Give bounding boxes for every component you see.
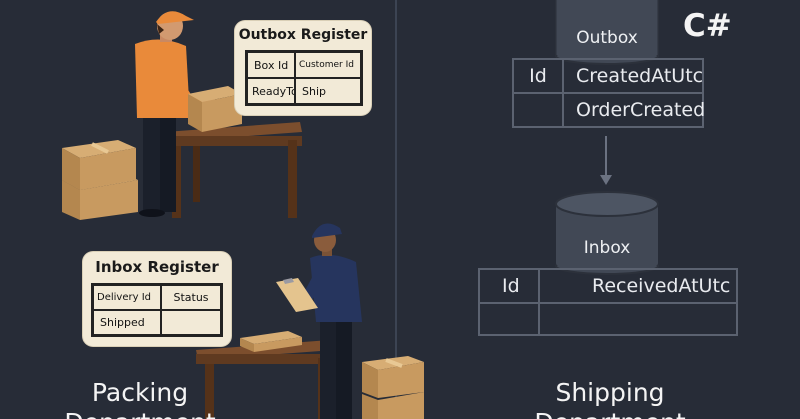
flow-arrow-down-icon: [600, 136, 612, 185]
inbox-db-table: Id ReceivedAtUtc: [478, 268, 738, 336]
stacked-boxes-right: [362, 356, 424, 419]
inbox-db-cell: ReceivedAtUtc: [539, 269, 737, 303]
outbox-register-cell: Box Id: [247, 52, 295, 78]
inbox-cylinder: [555, 191, 659, 275]
packing-table: [165, 122, 302, 218]
outbox-register-title: Outbox Register: [238, 27, 368, 43]
outbox-register-cell: Ship: [295, 78, 361, 104]
outbox-db-cell: Id: [513, 59, 563, 93]
inbox-db-cell: [479, 303, 539, 335]
inbox-register-title: Inbox Register: [95, 258, 219, 276]
stacked-boxes-left: [62, 140, 138, 220]
inbox-db-cell: Id: [479, 269, 539, 303]
inbox-register-grid: Delivery Id Status Shipped: [91, 283, 223, 337]
outbox-db-cell: OrderCreated: [563, 93, 705, 127]
clipboard: [276, 278, 318, 312]
flat-box: [240, 331, 302, 352]
outbox-register-grid: Box Id Customer Id ReadyTo Ship: [245, 50, 363, 106]
inbox-register-card: Inbox Register Delivery Id Status Shippe…: [83, 252, 231, 346]
csharp-badge: C#: [683, 8, 732, 44]
outbox-register-card: Outbox Register Box Id Customer Id Ready…: [235, 21, 371, 115]
outbox-db-label: Outbox: [576, 28, 638, 48]
inbox-register-cell: Delivery Id: [93, 285, 161, 310]
inbox-register-cell: [161, 310, 221, 335]
outbox-cylinder: [555, 0, 659, 65]
outbox-db-cell: [513, 93, 563, 127]
inbox-db-label: Inbox: [583, 238, 631, 258]
box-in-hands: [188, 86, 242, 132]
receiving-worker: [300, 223, 362, 419]
outbox-register-cell: Customer Id: [295, 52, 361, 78]
shipping-department-label: Shipping Department: [534, 378, 685, 419]
outbox-register-cell: ReadyTo: [247, 78, 295, 104]
outbox-db-table: Id CreatedAtUtc OrderCreated: [512, 58, 705, 128]
inbox-register-cell: Status: [161, 285, 221, 310]
outbox-db-cell: CreatedAtUtc: [563, 59, 703, 93]
packing-department-label: Packing Department: [64, 378, 215, 419]
inbox-db-cell: [539, 303, 737, 335]
inbox-register-cell: Shipped: [93, 310, 161, 335]
